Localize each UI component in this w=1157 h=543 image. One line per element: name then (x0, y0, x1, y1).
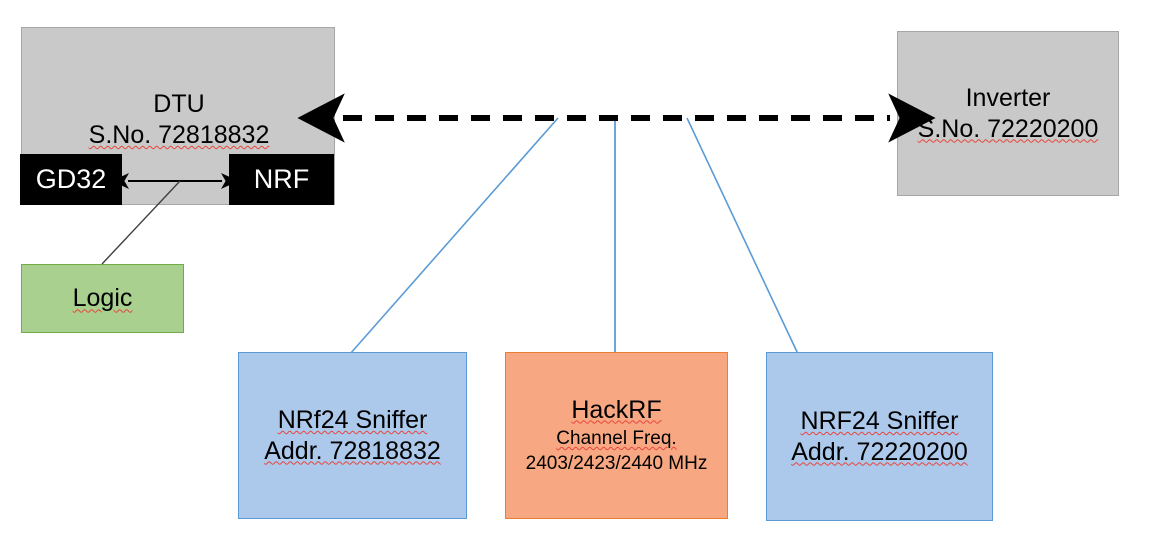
sniffer-left-tap-line (349, 117, 559, 355)
logic-node[interactable]: Logic (21, 264, 184, 333)
inverter-title: Inverter (965, 84, 1051, 112)
sniffer-right-node[interactable]: NRF24 Sniffer Addr. 72220200 (766, 352, 993, 521)
nrf-chip[interactable]: NRF (229, 154, 334, 205)
hackrf-channel-label: Channel Freq. (556, 428, 677, 450)
gd32-label: GD32 (35, 164, 107, 194)
sniffer-right-title: NRF24 Sniffer (800, 407, 959, 435)
sniffer-left-node[interactable]: NRf24 Sniffer Addr. 72818832 (238, 352, 467, 519)
sniffer-left-title: NRf24 Sniffer (277, 406, 428, 434)
hackrf-frequencies: 2403/2423/2440 MHz (525, 452, 708, 474)
hackrf-title: HackRF (571, 395, 662, 424)
logic-label: Logic (72, 284, 133, 313)
inverter-node[interactable]: Inverter S.No. 72220200 (897, 31, 1119, 196)
nrf-label: NRF (253, 164, 310, 194)
dtu-title: DTU (153, 89, 205, 118)
gd32-chip[interactable]: GD32 (20, 154, 122, 205)
sniffer-left-address: Addr. 72818832 (264, 436, 441, 465)
dtu-serial: S.No. 72818832 (88, 120, 270, 149)
sniffer-right-address: Addr. 72220200 (791, 437, 968, 466)
hackrf-node[interactable]: HackRF Channel Freq. 2403/2423/2440 MHz (505, 352, 728, 519)
dtu-label: DTU S.No. 72818832 (22, 28, 336, 156)
sniffer-right-tap-line (686, 117, 799, 355)
inverter-serial: S.No. 72220200 (917, 114, 1099, 143)
